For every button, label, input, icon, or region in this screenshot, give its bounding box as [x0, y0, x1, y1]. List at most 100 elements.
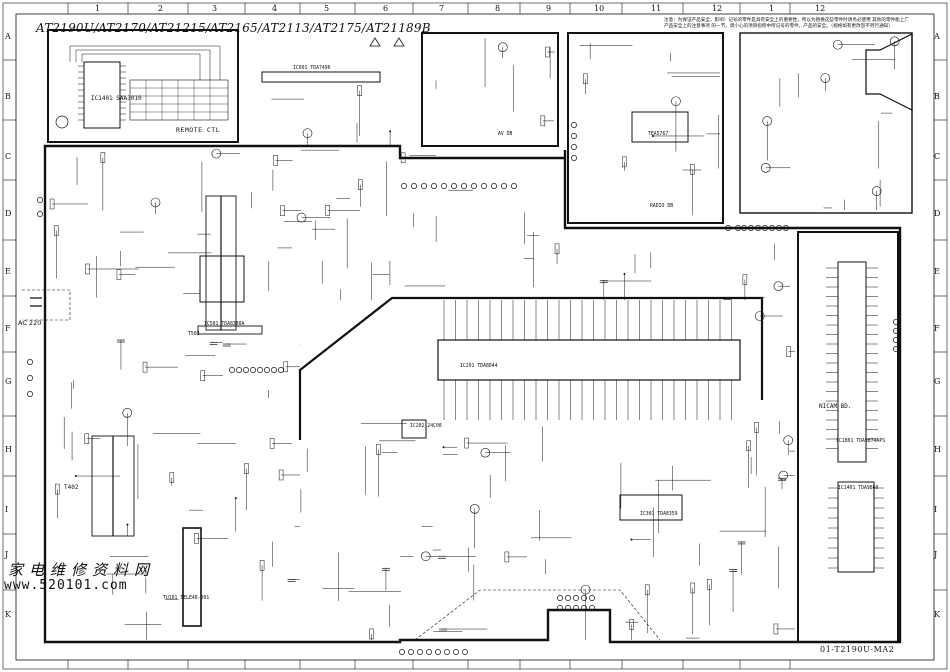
column-number-6: 6 [383, 4, 389, 13]
connector-pin [748, 225, 754, 231]
connector-pin [571, 155, 577, 161]
main-ic-label: IC201 TDA8844 [460, 364, 498, 369]
resistor [259, 560, 265, 571]
connector-pin [453, 649, 459, 655]
transistor [469, 504, 480, 514]
av-board-label: AV DB [498, 132, 513, 137]
junction-dot [126, 523, 129, 526]
connector-pin [573, 605, 579, 611]
digital-section-outline [298, 296, 764, 440]
power-ic-strip [197, 325, 263, 335]
column-number-12b: 12 [815, 4, 826, 13]
transistor [760, 162, 771, 173]
transformer-label: T503 [188, 332, 200, 337]
resistor [54, 225, 59, 236]
radio-ic-body [631, 111, 689, 143]
resistor [644, 584, 650, 596]
resistor [400, 152, 406, 164]
crt-board-outline [739, 32, 913, 214]
connector-pin [264, 367, 270, 373]
row-letter-c: C [5, 152, 12, 161]
junction-dot [74, 475, 77, 478]
resistor [583, 73, 588, 85]
ac-plug [30, 297, 42, 307]
transistor [296, 212, 307, 223]
connector-pin [451, 183, 457, 189]
key-matrix-table [129, 79, 229, 121]
connector-pin [399, 649, 405, 655]
resistor [358, 179, 363, 190]
row-letter-c-right: C [934, 152, 941, 161]
row-letter-h-right: H [934, 445, 941, 454]
connector-pin [461, 183, 467, 189]
connector-pin [37, 211, 43, 217]
connector-pin [725, 225, 731, 231]
transistor [832, 39, 843, 50]
row-letter-g-right: G [934, 377, 941, 386]
row-letter-a: A [5, 32, 11, 41]
safety-note: 注意：为保证产品安全，影响！记号的零件是具有安全上的重要性，所以为替换这些零件时… [664, 18, 909, 30]
column-number-5: 5 [324, 4, 330, 13]
connector-pin [491, 183, 497, 189]
resistor [554, 243, 560, 255]
connector-pin [501, 183, 507, 189]
resistor [690, 164, 695, 175]
connector-pin [557, 605, 563, 611]
connector-pin [27, 359, 33, 365]
column-number-11: 11 [651, 4, 662, 13]
connector-pin [229, 367, 235, 373]
row-letter-d: D [5, 209, 12, 218]
tuner-label: TU101 TELE48-D01 [163, 596, 210, 601]
speaker-icon [369, 37, 405, 47]
connector-pin [776, 225, 782, 231]
resistor [754, 422, 759, 433]
transistor [211, 148, 222, 159]
resistor [742, 274, 748, 285]
resistor [464, 437, 469, 449]
connector-pin [471, 183, 477, 189]
connector-pin [893, 346, 899, 352]
connector-pin [462, 649, 468, 655]
row-letter-j-right: J [934, 550, 938, 559]
resistor [200, 370, 205, 381]
nicam-ic-label: IC1801 TDA9874APS [836, 439, 886, 444]
transistor [762, 116, 773, 126]
resistor [142, 361, 148, 373]
connector-pin [762, 225, 768, 231]
resistor [746, 440, 751, 452]
connector-pin [735, 225, 741, 231]
column-number-1: 1 [95, 4, 101, 13]
connector-pin [511, 183, 517, 189]
connector-pin [37, 197, 43, 203]
resistor [100, 152, 106, 163]
transistor [871, 186, 882, 196]
main-board-outline [43, 144, 902, 644]
connector-pin [481, 183, 487, 189]
row-letter-e-right: E [934, 267, 940, 276]
transistor [820, 73, 831, 83]
resistor [325, 205, 330, 216]
connector-pin [557, 595, 563, 601]
resistor [773, 623, 779, 635]
resistor [273, 155, 278, 166]
av-board-outline [421, 32, 559, 147]
remote-ic-label: IC1401 SAA3010 [91, 95, 142, 102]
nicam-board-outline [797, 231, 899, 643]
column-number-2: 2 [158, 4, 164, 13]
transistor [773, 281, 784, 291]
tuner-can [182, 527, 202, 627]
connector-pin [565, 605, 571, 611]
connector-pin [250, 367, 256, 373]
transistor [778, 470, 789, 481]
connector-pin [893, 319, 899, 325]
connector-pin [444, 649, 450, 655]
transistor [122, 408, 133, 418]
sound-ic-label: IC1401 TDA9860 [838, 486, 879, 491]
audio-ic-body [261, 71, 381, 83]
junction-dot [630, 538, 633, 541]
connector-pin [571, 133, 577, 139]
watermark-site-name: 家电维修资料网 [8, 561, 156, 579]
radio-ic-label: TEA5767 [648, 132, 669, 137]
